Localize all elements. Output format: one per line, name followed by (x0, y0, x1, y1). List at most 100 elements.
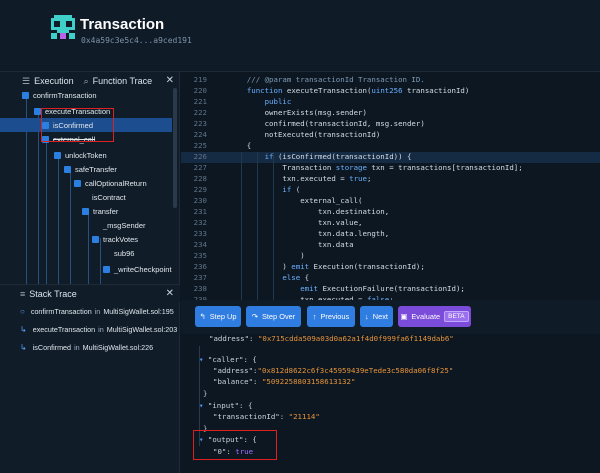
code-line[interactable]: 236 ) emit Execution(transactionId); (181, 262, 600, 273)
code-line-active[interactable]: 226 if (isConfirmed(transactionId)) { (181, 152, 600, 163)
tree-node[interactable]: callOptionalReturn (74, 176, 147, 190)
code-text: txn.executed = false; (229, 295, 393, 304)
tree-node[interactable]: transfer (82, 204, 118, 218)
code-text: txn.destination, (229, 207, 390, 216)
line-number: 234 (193, 240, 207, 249)
line-number: 221 (193, 97, 207, 106)
json-line: "balance": "5092258803158613132" (213, 377, 356, 386)
stack-row[interactable]: ↳ isConfirmed in MultiSigWallet.sol:226 (20, 342, 154, 352)
code-text: txn.executed = true; (229, 174, 372, 183)
line-number: 229 (193, 185, 207, 194)
left-panel: ☰ Execution ⌕ Function Trace ✕ (0, 72, 180, 473)
line-number: 235 (193, 251, 207, 260)
line-number: 233 (193, 229, 207, 238)
json-line: "address": "0x715cdda509a03d0a62a1f4d0f9… (209, 334, 454, 343)
code-line[interactable]: 227 Transaction storage txn = transactio… (181, 163, 600, 174)
indent-guide (257, 152, 258, 308)
json-line[interactable]: ▾ "output": { (199, 435, 257, 444)
function-trace-tree: confirmTransaction executeTransaction is… (0, 88, 176, 284)
code-line[interactable]: 234 txn.data (181, 240, 600, 251)
line-number: 237 (193, 273, 207, 282)
tree-guide (88, 210, 89, 284)
execution-panel-header: ☰ Execution ⌕ Function Trace ✕ (0, 72, 180, 90)
code-line[interactable]: 224 notExecuted(transactionId) (181, 130, 600, 141)
tree-node[interactable]: _writeCheckpoint (103, 262, 172, 276)
node-icon (42, 135, 49, 143)
tree-node[interactable]: trackVotes (92, 232, 138, 246)
stack-row[interactable]: ○ confirmTransaction in MultiSigWallet.s… (20, 306, 174, 316)
code-line[interactable]: 229 if ( (181, 185, 600, 196)
node-icon (82, 207, 89, 215)
stack-frame-icon: ○ (20, 306, 25, 316)
tree-node[interactable]: safeTransfer (64, 162, 117, 176)
tree-node[interactable]: external_call (42, 132, 95, 146)
code-line[interactable]: 225 { (181, 141, 600, 152)
transaction-hash[interactable]: 0x4a59c3e5c4...a9ced191 (81, 36, 192, 45)
line-number: 228 (193, 174, 207, 183)
node-icon (34, 107, 41, 115)
line-number: 219 (193, 75, 207, 84)
source-code-view: 219 /// @param transactionId Transaction… (181, 72, 600, 308)
line-number: 238 (193, 284, 207, 293)
code-line[interactable]: 230 external_call( (181, 196, 600, 207)
transaction-header: Transaction 0x4a59c3e5c4...a9ced191 (0, 0, 600, 72)
code-line[interactable]: 232 txn.value, (181, 218, 600, 229)
code-line[interactable]: 222 ownerExists(msg.sender) (181, 108, 600, 119)
code-text: function executeTransaction(uint256 tran… (246, 86, 470, 95)
stack-trace-title: Stack Trace (29, 288, 77, 299)
code-text: txn.value, (229, 218, 363, 227)
line-number: 230 (193, 196, 207, 205)
previous-button[interactable]: ↑Previous (307, 306, 355, 327)
code-text: Transaction storage txn = transactions[t… (229, 163, 523, 172)
collapse-arrow-icon: ▾ (199, 435, 204, 444)
json-line[interactable]: ▾ "input": { (199, 401, 253, 410)
code-line[interactable]: 228 txn.executed = true; (181, 174, 600, 185)
tree-node[interactable]: _msgSender (103, 220, 146, 230)
code-text: notExecuted(transactionId) (229, 130, 381, 139)
tree-node[interactable]: executeTransaction (34, 104, 110, 118)
code-line[interactable]: 233 txn.data.length, (181, 229, 600, 240)
code-line[interactable]: 235 ) (181, 251, 600, 262)
close-icon[interactable]: ✕ (165, 75, 174, 86)
stack-frame-icon: ↳ (20, 324, 27, 334)
tree-node-selected[interactable]: isConfirmed (0, 118, 172, 132)
line-number: 232 (193, 218, 207, 227)
stack-trace-icon: ≡ (20, 288, 26, 299)
code-line[interactable]: 223 confirmed(transactionId, msg.sender) (181, 119, 600, 130)
tree-scrollbar[interactable] (173, 88, 177, 208)
json-line[interactable]: ▾ "caller": { (199, 355, 257, 364)
line-number: 220 (193, 86, 207, 95)
close-icon[interactable]: ✕ (165, 288, 174, 299)
code-line[interactable]: 220 function executeTransaction(uint256 … (181, 86, 600, 97)
function-trace-icon: ⌕ (83, 75, 89, 86)
tree-guide (26, 98, 27, 284)
tab-function-trace[interactable]: Function Trace (92, 76, 153, 86)
next-button[interactable]: ↓Next (360, 306, 393, 327)
code-line[interactable]: 219 /// @param transactionId Transaction… (181, 75, 600, 86)
step-over-button[interactable]: ↷Step Over (246, 306, 301, 327)
arrow-up-icon: ↑ (312, 312, 317, 321)
json-line: "0": true (213, 447, 254, 456)
transaction-logo-icon (51, 15, 75, 39)
collapse-arrow-icon: ▾ (199, 401, 204, 410)
code-line[interactable]: 238 emit ExecutionFailure(transactionId)… (181, 284, 600, 295)
code-text: emit ExecutionFailure(transactionId); (300, 284, 465, 293)
code-line[interactable]: 221 public (181, 97, 600, 108)
code-text: txn.data (229, 240, 354, 249)
tree-node[interactable]: sub96 (114, 248, 135, 258)
tree-node[interactable]: confirmTransaction (22, 88, 97, 102)
indent-guide (273, 152, 274, 308)
code-line[interactable]: 239 txn.executed = false; (181, 295, 600, 306)
code-line[interactable]: 231 txn.destination, (181, 207, 600, 218)
tab-execution[interactable]: Execution (34, 76, 74, 86)
execution-icon: ☰ (22, 75, 31, 86)
tree-node[interactable]: isContract (92, 192, 126, 202)
code-line[interactable]: 237 else { (181, 273, 600, 284)
step-up-button[interactable]: ↰Step Up (195, 306, 241, 327)
stack-row[interactable]: ↳ executeTransaction in MultiSigWallet.s… (20, 324, 178, 334)
tree-node[interactable]: unlockToken (54, 148, 107, 162)
json-line: "transactionId": "21114" (213, 412, 320, 421)
evaluation-output: "address": "0x715cdda509a03d0a62a1f4d0f9… (181, 334, 600, 473)
json-guide (199, 346, 200, 446)
